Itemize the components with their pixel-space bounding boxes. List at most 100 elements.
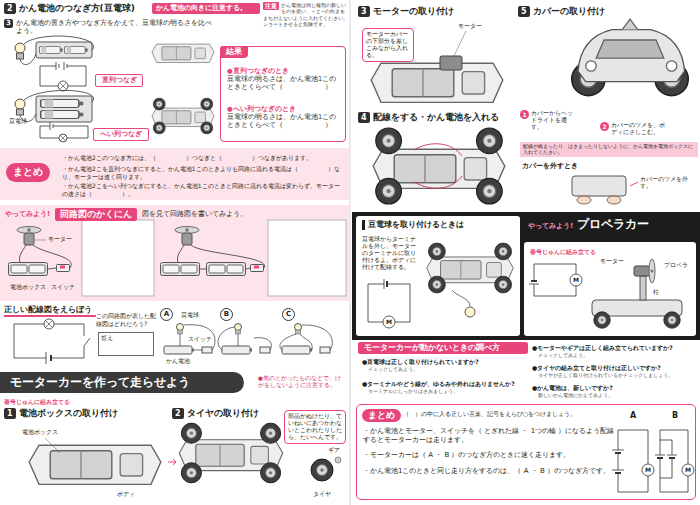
- node-text: B: [221, 309, 232, 320]
- node-text: A: [161, 309, 172, 320]
- part-label: B: [672, 412, 678, 420]
- drawing-path: [630, 182, 638, 186]
- part-label: モーター: [458, 23, 482, 29]
- node-text: ●へい列つなぎのとき: [227, 105, 341, 113]
- section-heading: 正しい配線図をえらぼう: [4, 305, 96, 317]
- connection-label: 直列つなぎ: [95, 74, 143, 87]
- drawing-rect: [356, 216, 520, 336]
- drawing-rect: [352, 212, 700, 340]
- drawing-path: [19, 245, 71, 269]
- node-text: 新しいかん電池にかえてみよう。: [532, 392, 696, 398]
- drawing-use: [57, 265, 70, 272]
- node-text: 部品がぬけたり、ていねいにあつかわないとこわれたりしたら、たいへんです。: [288, 413, 342, 441]
- part-label: 電池ボックス: [10, 285, 46, 291]
- drawing-use: [39, 46, 62, 53]
- node-text: 直列つなぎ: [99, 76, 139, 85]
- node-text: ●かん電池は、新しいですか?: [532, 384, 696, 392]
- node-text: まとめ: [6, 163, 50, 182]
- question-text: この回路図が表した配線図はどれだろう?: [96, 312, 156, 327]
- check-item: ●豆電球は正しく取り付けられていますか?チェックしてみよう。: [362, 358, 528, 372]
- drawing-rect: [268, 220, 346, 296]
- node-text: ・かん電池2こを直列つなぎにすると、かん電池1このときよりも回路に流れる電流は（…: [62, 165, 344, 180]
- node-text: タイヤの取り付け: [187, 408, 259, 419]
- summary-item: ・モーターカーは（ A ・ B ）のつなぎ方のときに速く走ります。: [363, 451, 615, 460]
- drawing-rect: [164, 346, 192, 354]
- step-header: 2タイヤの取り付け: [172, 408, 272, 419]
- drawing-path: [20, 90, 93, 121]
- order-note: 番号じゅんに組み立てる: [4, 398, 94, 406]
- drawing-path: [612, 430, 648, 492]
- part-label: 豆電球: [9, 119, 27, 125]
- check-item: ●タイヤの組み立てと取り付けは正しいですか?タイヤが正しく取り付けられているかチ…: [532, 364, 696, 378]
- drawing-circle: [59, 134, 67, 142]
- node-text: ・モーターカーは（ A ・ B ）のつなぎ方のときに速く走ります。: [363, 451, 615, 460]
- drawing-ellipse: [577, 196, 591, 204]
- result-box: 結果●直列つなぎのとき豆電球の明るさは、かん電池1このときとくらべて（ ）●へい…: [220, 46, 346, 142]
- part-label: 電池ボックス: [22, 429, 58, 435]
- drawing-circle: [651, 270, 654, 273]
- drawing-path: [615, 453, 621, 473]
- note-text: カバーのツメを外す。: [640, 176, 696, 190]
- caution-text: ●先のとがったものなどで、けがをしないように注意する。: [258, 375, 346, 389]
- drawing-rect: [440, 56, 462, 70]
- node-text: かん電池の向きに注意する。: [156, 4, 256, 13]
- node-text: かん電池は同じ種類の新しいものを使い、＋と−の向きをまちがえないように入れてくだ…: [263, 2, 348, 27]
- drawing-path: [386, 281, 388, 287]
- note-text: 豆電球からターミナルを外し、モーターのターミナルに取り付けるよ。ボディに付けて配…: [362, 236, 420, 270]
- drawing-rect: [310, 349, 312, 352]
- drawing-g: [280, 324, 332, 355]
- node-text: モーターカバーの下部分を差しこみながら入れる。: [366, 31, 410, 59]
- drawing-rect: [320, 347, 330, 353]
- drawing-path: [60, 135, 66, 141]
- drawing-use: [175, 227, 199, 246]
- node-text: カバーを外すとき: [522, 162, 592, 171]
- part-label: モーター: [600, 259, 624, 265]
- drawing-use: [373, 128, 505, 204]
- drawing-use: [41, 99, 84, 107]
- node-text: カバーのツメを、ボディにさしこむ。: [611, 122, 670, 136]
- drawing-rect: [202, 347, 212, 353]
- step-header: 1電池ボックスの取り付け: [4, 408, 134, 419]
- drawing-use: [64, 46, 87, 53]
- drawing-circle: [682, 464, 694, 476]
- step-header: 5カバーの取り付け: [518, 6, 638, 17]
- drawing-path: [180, 325, 215, 350]
- order-note: 番号じゅんに組み立てる: [530, 248, 610, 256]
- node-text: 答え: [101, 334, 151, 342]
- tip-bubble: モーターカバーの下部分を差しこみながら入れる。: [362, 28, 414, 62]
- drawing-rect: [634, 266, 650, 276]
- drawing-g: [218, 324, 271, 355]
- node-text: 3: [358, 6, 370, 17]
- check-item: ●かん電池は、新しいですか?新しいかん電池にかえてみよう。: [532, 384, 696, 398]
- node-text: 豆電球の明るさは、かん電池1このときとくらべて（ ）: [227, 113, 341, 129]
- node-text: 豆電球からターミナルを外し、モーターのターミナルに取り付けるよ。ボディに付けて配…: [362, 236, 420, 270]
- drawing-path: [218, 327, 271, 350]
- result-item: ●直列つなぎのとき豆電球の明るさは、かん電池1このときとくらべて（ ）: [227, 67, 341, 91]
- node-text: カバーの取り付け: [533, 6, 605, 17]
- node-text: 1: [4, 408, 16, 419]
- node-text: かん電池のつなぎ方(豆電球): [19, 3, 135, 14]
- instruction: 3かん電池の置き方やつなぎ方をかえて、豆電球の明るさを比べよう。: [4, 19, 216, 35]
- node-text: モーターの取り付け: [373, 6, 454, 17]
- drawing-rect: [572, 176, 626, 196]
- choice-circle: C: [282, 308, 295, 321]
- node-text: 回路図のかくにん: [55, 208, 137, 221]
- drawing-path: [414, 144, 462, 189]
- drawing-circle: [15, 43, 25, 53]
- node-text: C: [283, 309, 294, 320]
- drawing-path: [531, 280, 537, 282]
- node-text: カバーのツメを外す。: [640, 176, 696, 190]
- drawing-rect: [640, 276, 646, 300]
- drawing-path: [50, 355, 52, 361]
- node-text: 5: [518, 6, 530, 17]
- drawing-ellipse: [649, 259, 655, 283]
- drawing-rect: [296, 330, 301, 334]
- node-text: 豆電球の明るさは、かん電池1このときとくらべて（ ）: [227, 75, 341, 91]
- drawing-rect: [178, 330, 183, 334]
- drawing-path: [46, 321, 53, 328]
- node-text: 図を見て回路図を書いてみよう。: [142, 208, 247, 218]
- summary-item: ・かん電池2こを直列つなぎにすると、かん電池1このときよりも回路に流れる電流は（…: [62, 165, 344, 180]
- node-text: （ ）の中に入る正しい言葉、記号をえらび○をつけましょう。: [403, 410, 623, 418]
